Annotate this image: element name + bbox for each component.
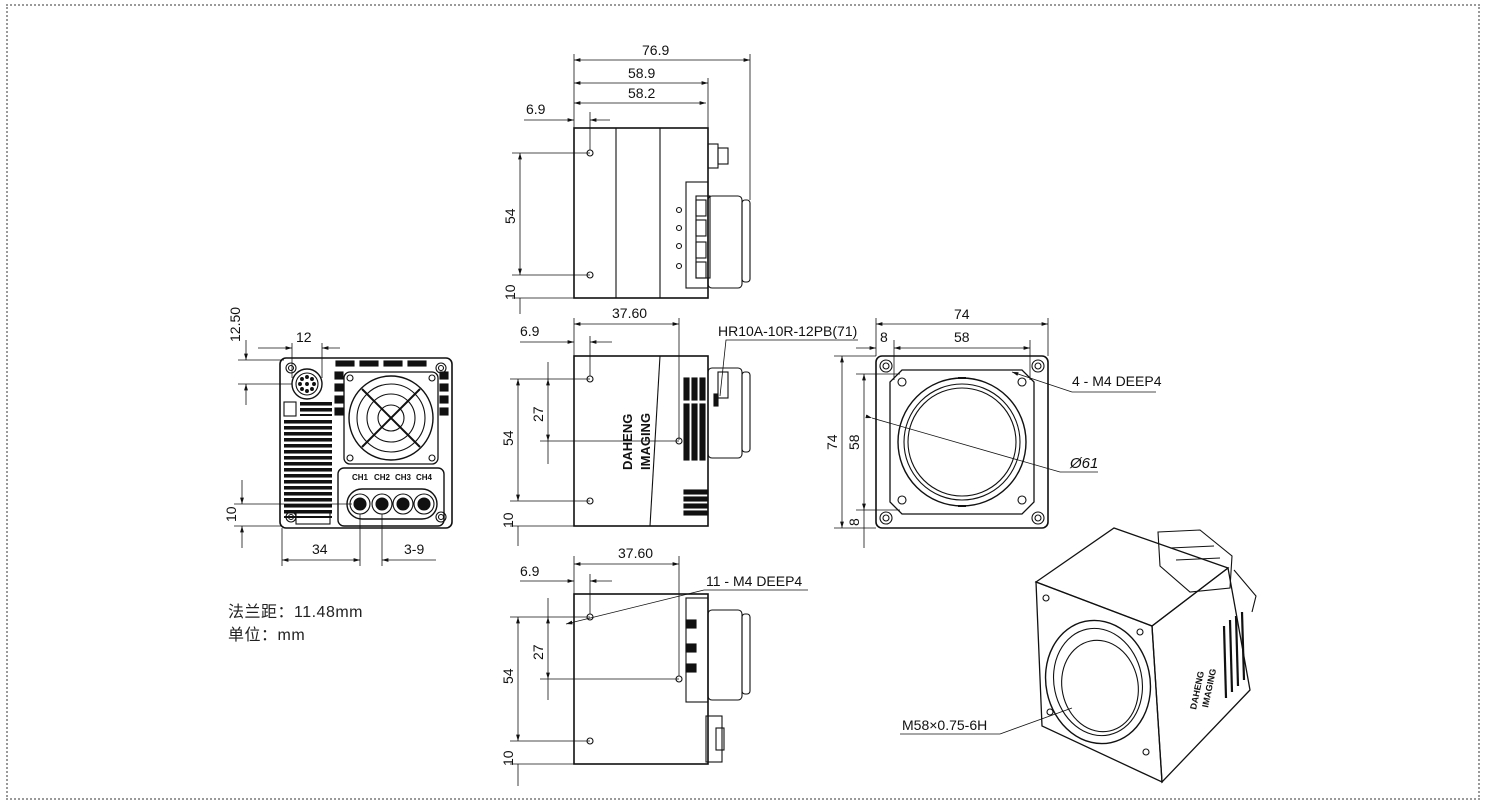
bottom-dim-54: 54 (500, 668, 516, 684)
ch2-label: CH2 (374, 473, 391, 482)
back-view: CH1 CH2 CH3 CH4 12.50 12 10 34 3-9 (223, 307, 453, 566)
brand-line2: IMAGING (638, 413, 653, 470)
front-dim-8-h: 8 (846, 518, 862, 526)
back-round-connector (291, 368, 323, 400)
ch3-label: CH3 (395, 473, 412, 482)
side-dim-27: 27 (530, 406, 546, 422)
front-dim-58-w: 58 (954, 329, 970, 345)
bottom-view: 37.60 6.9 54 27 10 11 - M4 DEEP4 (500, 545, 808, 786)
drawing-frame (6, 4, 1480, 800)
back-fan (343, 371, 439, 465)
back-dim-10: 10 (223, 506, 239, 522)
brand-logo: DAHENG IMAGING (620, 413, 653, 470)
front-dim-74-h: 74 (824, 434, 840, 450)
back-dim-12: 12 (296, 329, 312, 345)
bottom-hole-label: 11 - M4 DEEP4 (706, 573, 802, 589)
back-dim-3-9: 3-9 (404, 541, 424, 557)
top-dim-76-9: 76.9 (642, 42, 669, 58)
back-ch-panel: CH1 CH2 CH3 CH4 (337, 467, 445, 527)
bottom-dim-10: 10 (500, 750, 516, 766)
side-dim-10: 10 (500, 512, 516, 528)
top-view: 76.9 58.9 58.2 6.9 54 10 (502, 42, 751, 314)
bottom-dim-37-60: 37.60 (618, 545, 653, 561)
bottom-dim-6-9: 6.9 (520, 563, 540, 579)
front-diameter-label: Ø61 (1069, 455, 1098, 472)
ch1-label: CH1 (352, 473, 369, 482)
unit-note: 单位：mm (228, 627, 306, 644)
bottom-dim-27: 27 (530, 644, 546, 660)
back-dim-34: 34 (312, 541, 328, 557)
side-dim-54: 54 (500, 430, 516, 446)
flange-distance-note: 法兰距：11.48mm (228, 604, 364, 621)
side-dim-37-60: 37.60 (612, 305, 647, 321)
front-view: 74 58 8 74 58 8 4 - M4 DEEP4 Ø61 (824, 306, 1162, 548)
top-dim-54: 54 (502, 208, 518, 224)
top-dim-6-9: 6.9 (526, 101, 546, 117)
iso-view: DAHENG IMAGING M58×0.75-6H (900, 527, 1257, 784)
side-dim-6-9: 6.9 (520, 323, 540, 339)
front-dim-58-h: 58 (846, 434, 862, 450)
top-dim-10: 10 (502, 284, 518, 300)
brand-line1: DAHENG (620, 414, 635, 470)
back-dim-12-50: 12.50 (227, 307, 243, 342)
side-view: DAHENG IMAGING 37.60 6.9 54 27 10 HR10A-… (500, 305, 858, 546)
front-hole-label: 4 - M4 DEEP4 (1072, 373, 1162, 389)
connector-label: HR10A-10R-12PB(71) (718, 323, 857, 339)
front-dim-74-w: 74 (954, 306, 970, 322)
front-dim-8-w: 8 (880, 329, 888, 345)
iso-thread-label: M58×0.75-6H (902, 717, 987, 733)
ch4-label: CH4 (416, 473, 433, 482)
top-dim-58-9: 58.9 (628, 65, 655, 81)
top-dim-58-2: 58.2 (628, 85, 655, 101)
